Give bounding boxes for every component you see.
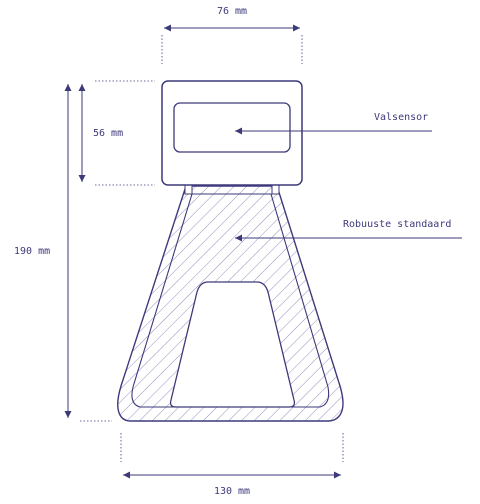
dimension-total-height: 190 mm — [14, 84, 112, 422]
dimension-sensor-height: 56 mm — [78, 80, 155, 186]
dimension-base-width: 130 mm — [120, 433, 344, 497]
stand-cutout — [169, 281, 296, 408]
stand-inner-line — [131, 193, 330, 408]
dimension-top-width: 76 mm — [161, 6, 303, 64]
callout-label-stand: Robuuste standaard — [343, 219, 451, 230]
callout-sensor: Valsensor — [235, 112, 432, 135]
dimension-label-total-height: 190 mm — [14, 246, 50, 257]
sensor-window — [173, 102, 291, 153]
dimension-label-sensor-height: 56 mm — [93, 128, 123, 139]
callout-label-sensor: Valsensor — [374, 112, 428, 123]
dimension-label-top-width: 76 mm — [217, 6, 247, 17]
robust-stand — [117, 183, 344, 422]
rain-sensor — [161, 80, 303, 186]
dimension-label-base-width: 130 mm — [214, 486, 250, 497]
callout-stand: Robuuste standaard — [235, 219, 462, 242]
